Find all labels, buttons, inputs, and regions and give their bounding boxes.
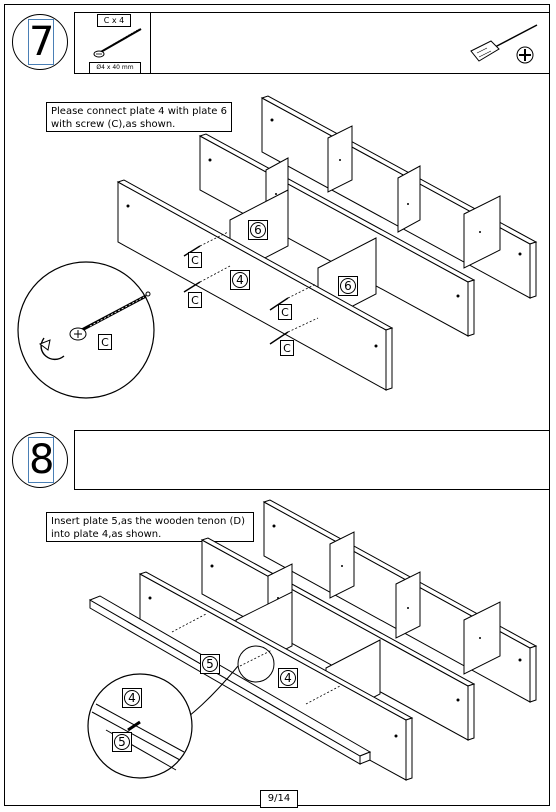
plate-4-label-step-8: 4 <box>278 668 298 688</box>
step-7-instruction-line-2: with screw (C),as shown. <box>51 119 176 130</box>
step-8-instruction-line-1: Insert plate 5,as the wooden tenon (D) <box>51 516 245 527</box>
plate-5-label: 5 <box>200 654 220 674</box>
plate-6-label-b-circle: 6 <box>340 278 356 294</box>
screw-icon <box>93 28 142 58</box>
plate-6-label-a-circle: 6 <box>250 222 266 238</box>
plate-4-detail-label-circle: 4 <box>124 690 140 706</box>
screwdriver-icon <box>470 24 538 64</box>
plate-4-label-circle: 4 <box>232 272 248 288</box>
step-8-header-box <box>74 430 550 490</box>
plate-6-label-a: 6 <box>248 220 268 240</box>
page-number: 9/14 <box>260 790 298 808</box>
screw-c-label-3: C <box>278 304 292 320</box>
step-8-instruction: Insert plate 5,as the wooden tenon (D) i… <box>46 512 254 542</box>
plate-4-detail-label: 4 <box>122 688 142 708</box>
hardware-cell: C x 4 Ø4 x 40 mm <box>75 13 151 74</box>
screw-c-label-4: C <box>280 340 294 356</box>
step-8-number: 8 <box>28 437 55 483</box>
step-8-circle: 8 <box>12 432 68 488</box>
screw-c-label-2: C <box>188 292 202 308</box>
step-7-number: 7 <box>28 19 55 65</box>
hardware-quantity: C x 4 <box>97 14 131 27</box>
step-7-instruction: Please connect plate 4 with plate 6 with… <box>46 102 232 132</box>
plate-4-label: 4 <box>230 270 250 290</box>
plate-4-label-step-8-circle: 4 <box>280 670 296 686</box>
screw-c-label-1: C <box>188 252 202 268</box>
plate-5-detail-label-circle: 5 <box>114 734 130 750</box>
plate-5-detail-label: 5 <box>112 732 132 752</box>
hardware-size: Ø4 x 40 mm <box>89 62 141 74</box>
plate-5-label-circle: 5 <box>202 656 218 672</box>
step-7-instruction-line-1: Please connect plate 4 with plate 6 <box>51 106 227 117</box>
screw-c-detail-label: C <box>98 334 112 350</box>
step-7-circle: 7 <box>12 14 68 70</box>
step-7-header-box: C x 4 Ø4 x 40 mm <box>74 12 550 74</box>
step-8-instruction-line-2: into plate 4,as shown. <box>51 529 162 540</box>
step-7-assembly-drawing <box>17 95 538 399</box>
plate-6-label-b: 6 <box>338 276 358 296</box>
